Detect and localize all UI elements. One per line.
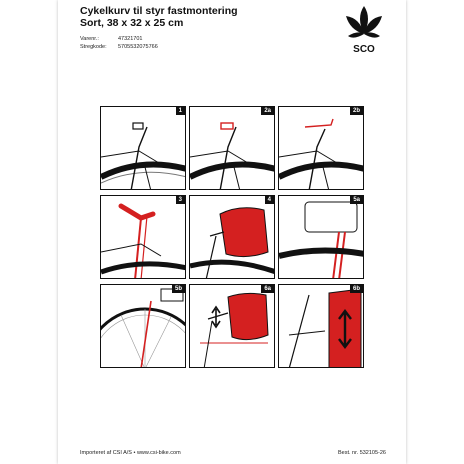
bike-handlebar-illustration xyxy=(190,122,274,189)
step-panel-2b: 2b xyxy=(278,106,364,190)
item-number-row: Varenr.: 47321701 xyxy=(80,36,142,42)
support-struts-illustration xyxy=(279,201,363,278)
bike-handlebar-illustration xyxy=(279,118,363,189)
sco-leaf-logo-icon xyxy=(346,6,382,38)
item-number-label: Varenr.: xyxy=(80,36,99,42)
step-label: 6a xyxy=(261,285,274,293)
step-panel-3: 3 xyxy=(100,195,186,279)
basket-adjust-illustration xyxy=(200,292,269,367)
title-line-2: Sort, 38 x 32 x 25 cm xyxy=(80,17,184,29)
step-label: 1 xyxy=(175,107,185,115)
order-number: Best. nr. 532105-26 xyxy=(337,450,386,456)
step-label: 4 xyxy=(264,196,274,204)
barcode-value: 5705532075766 xyxy=(118,44,158,50)
item-number-value: 47321701 xyxy=(118,36,143,42)
bracket-mount-illustration xyxy=(101,203,185,278)
step-label: 3 xyxy=(175,196,185,204)
bike-handlebar-illustration xyxy=(101,122,185,189)
step-label: 2b xyxy=(349,107,363,115)
basket-height-illustration xyxy=(288,288,362,367)
step-panel-1: 1 xyxy=(100,106,186,190)
step-label: 2a xyxy=(261,107,274,115)
step-panel-2a: 2a xyxy=(189,106,275,190)
step-panel-6b: 6b xyxy=(278,284,364,368)
product-title: Cykelkurv til styr fastmontering Sort, 3… xyxy=(80,5,238,29)
barcode-row: Stregkode: 5705532075766 xyxy=(80,44,158,50)
wheel-struts-illustration xyxy=(101,288,185,367)
barcode-label: Stregkode: xyxy=(80,44,107,50)
step-panel-6a: 6a xyxy=(189,284,275,368)
basket-illustration xyxy=(190,207,274,278)
importer-text: Importeret af CSI A/S • www.csi-bike.com xyxy=(80,450,181,456)
title-line-1: Cykelkurv til styr fastmontering xyxy=(80,5,238,17)
step-label: 5a xyxy=(350,196,363,204)
step-panel-5a: 5a xyxy=(278,195,364,279)
step-label: 6b xyxy=(349,285,363,293)
step-label: 5b xyxy=(171,285,185,293)
step-panel-4: 4 xyxy=(189,195,275,279)
logo-text: SCO xyxy=(353,44,375,55)
step-panel-5b: 5b xyxy=(100,284,186,368)
